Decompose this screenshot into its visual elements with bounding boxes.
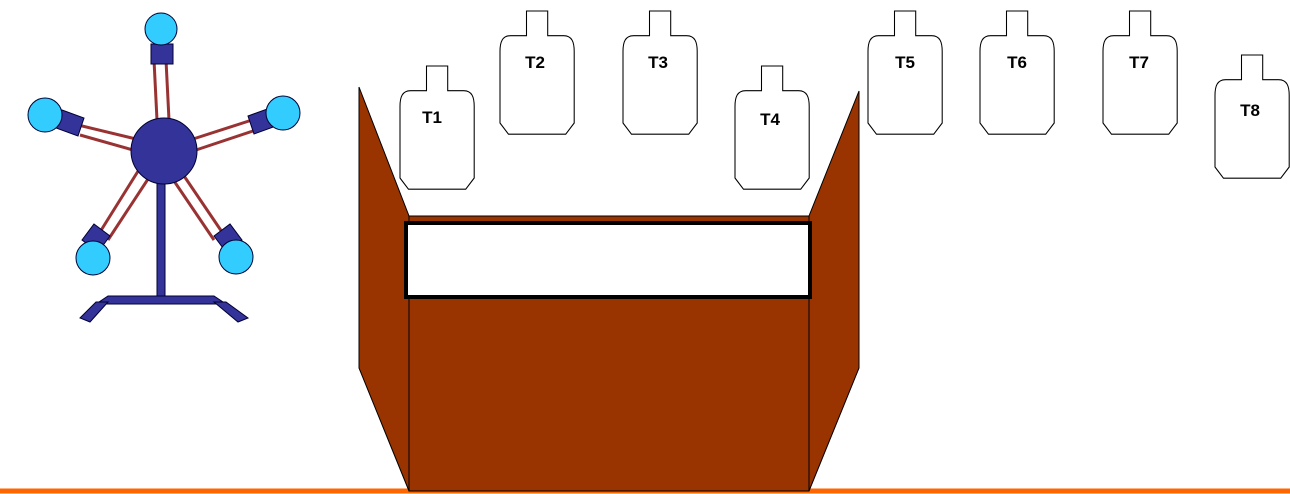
target-t2 (499, 10, 575, 135)
plate-left (27, 97, 63, 133)
target-label-t8: T8 (1240, 101, 1260, 120)
target-t3 (622, 10, 698, 135)
plate-rack-foot-left (79, 301, 110, 323)
plate-right (265, 95, 301, 131)
target-label-t6: T6 (1007, 53, 1027, 72)
target-label-t4: T4 (760, 110, 780, 129)
plate-rack-foot-right (212, 301, 250, 323)
barricade-icon (358, 86, 860, 492)
plate-rack-base (94, 295, 228, 305)
plate-lower-left (75, 240, 111, 276)
plate-rack-plates (27, 12, 301, 276)
plate-top (144, 12, 178, 46)
target-t1 (399, 65, 475, 190)
targets: T1 T2 T3 T4 T5 T6 T7 T8 (399, 10, 1290, 190)
barricade-window (404, 221, 812, 299)
plate-rack-hub (130, 117, 198, 185)
target-label-t5: T5 (895, 53, 915, 72)
barricade-right-wing (808, 90, 860, 492)
target-label-t2: T2 (525, 53, 545, 72)
target-t6 (979, 10, 1055, 135)
target-label-t1: T1 (422, 108, 442, 127)
plate-rack-icon (27, 12, 301, 323)
target-label-t7: T7 (1129, 53, 1149, 72)
plate-rack-post (156, 177, 166, 303)
target-label-t3: T3 (648, 53, 668, 72)
target-t5 (867, 10, 943, 135)
target-t7 (1102, 10, 1178, 135)
plate-lower-right (218, 239, 254, 275)
